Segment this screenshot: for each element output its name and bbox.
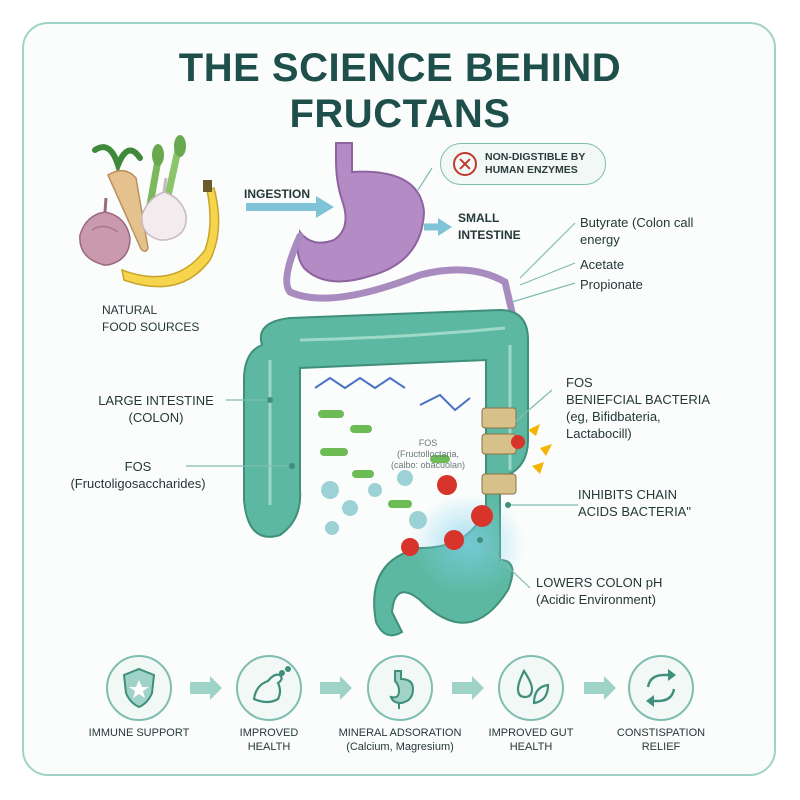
banana-icon bbox=[120, 180, 220, 288]
title-line-1: THE SCIENCE BEHIND bbox=[178, 46, 622, 90]
parsnip-icon bbox=[92, 144, 149, 252]
badge-line-1: NON-DIGSTIBLE BY bbox=[485, 151, 586, 163]
benefit-health-circle bbox=[236, 655, 302, 721]
diagram-frame bbox=[22, 22, 776, 776]
benefit-constipation-circle bbox=[628, 655, 694, 721]
benefit-immune-circle bbox=[106, 655, 172, 721]
food-sources-illustration bbox=[79, 135, 220, 288]
leader-lines bbox=[186, 167, 578, 589]
acetate-label: Acetate bbox=[580, 257, 625, 272]
muscle-arm-icon bbox=[252, 666, 291, 704]
benefit-immune-label: IMMUNE SUPPORT bbox=[88, 727, 190, 739]
cycle-arrows-icon bbox=[646, 669, 676, 707]
water-leaf-icon bbox=[516, 668, 550, 705]
ingestion-arrowhead bbox=[316, 196, 334, 218]
benefit-mineral-label: MINERAL ADSORATION(Calcium, Magresium) bbox=[338, 727, 462, 753]
title-line-2: FRUCTANS bbox=[289, 92, 511, 136]
garlic-icon bbox=[141, 177, 187, 241]
ph-label: LOWERS COLON pH(Acidic Environment) bbox=[536, 575, 663, 607]
shield-icon bbox=[122, 667, 156, 709]
blocked-cross-icon bbox=[453, 152, 477, 176]
onion-icon bbox=[79, 197, 131, 266]
benefit-mineral-circle bbox=[367, 655, 433, 721]
stomach-illustration bbox=[283, 142, 516, 316]
fos-left-label: FOS(Fructoligosaccharides) bbox=[70, 459, 206, 491]
large-intestine-label: LARGE INTESTINE(COLON) bbox=[98, 393, 214, 425]
benefit-gut-circle bbox=[498, 655, 564, 721]
bacteria-cluster bbox=[401, 407, 552, 556]
benefit-arrows bbox=[190, 676, 616, 700]
gut-flora bbox=[314, 376, 471, 535]
colon-illustration bbox=[243, 308, 529, 637]
stomach-icon bbox=[389, 670, 415, 709]
badge-line-2: HUMAN ENZYMES bbox=[485, 164, 578, 176]
ingestion-label: INGESTION bbox=[244, 187, 311, 201]
propionate-label: Propionate bbox=[580, 277, 643, 292]
fos-inner-label: FOS(Fructolloctaria,(calbo: obacuolan) bbox=[390, 438, 466, 470]
small-intestine-arrowhead bbox=[438, 218, 452, 236]
